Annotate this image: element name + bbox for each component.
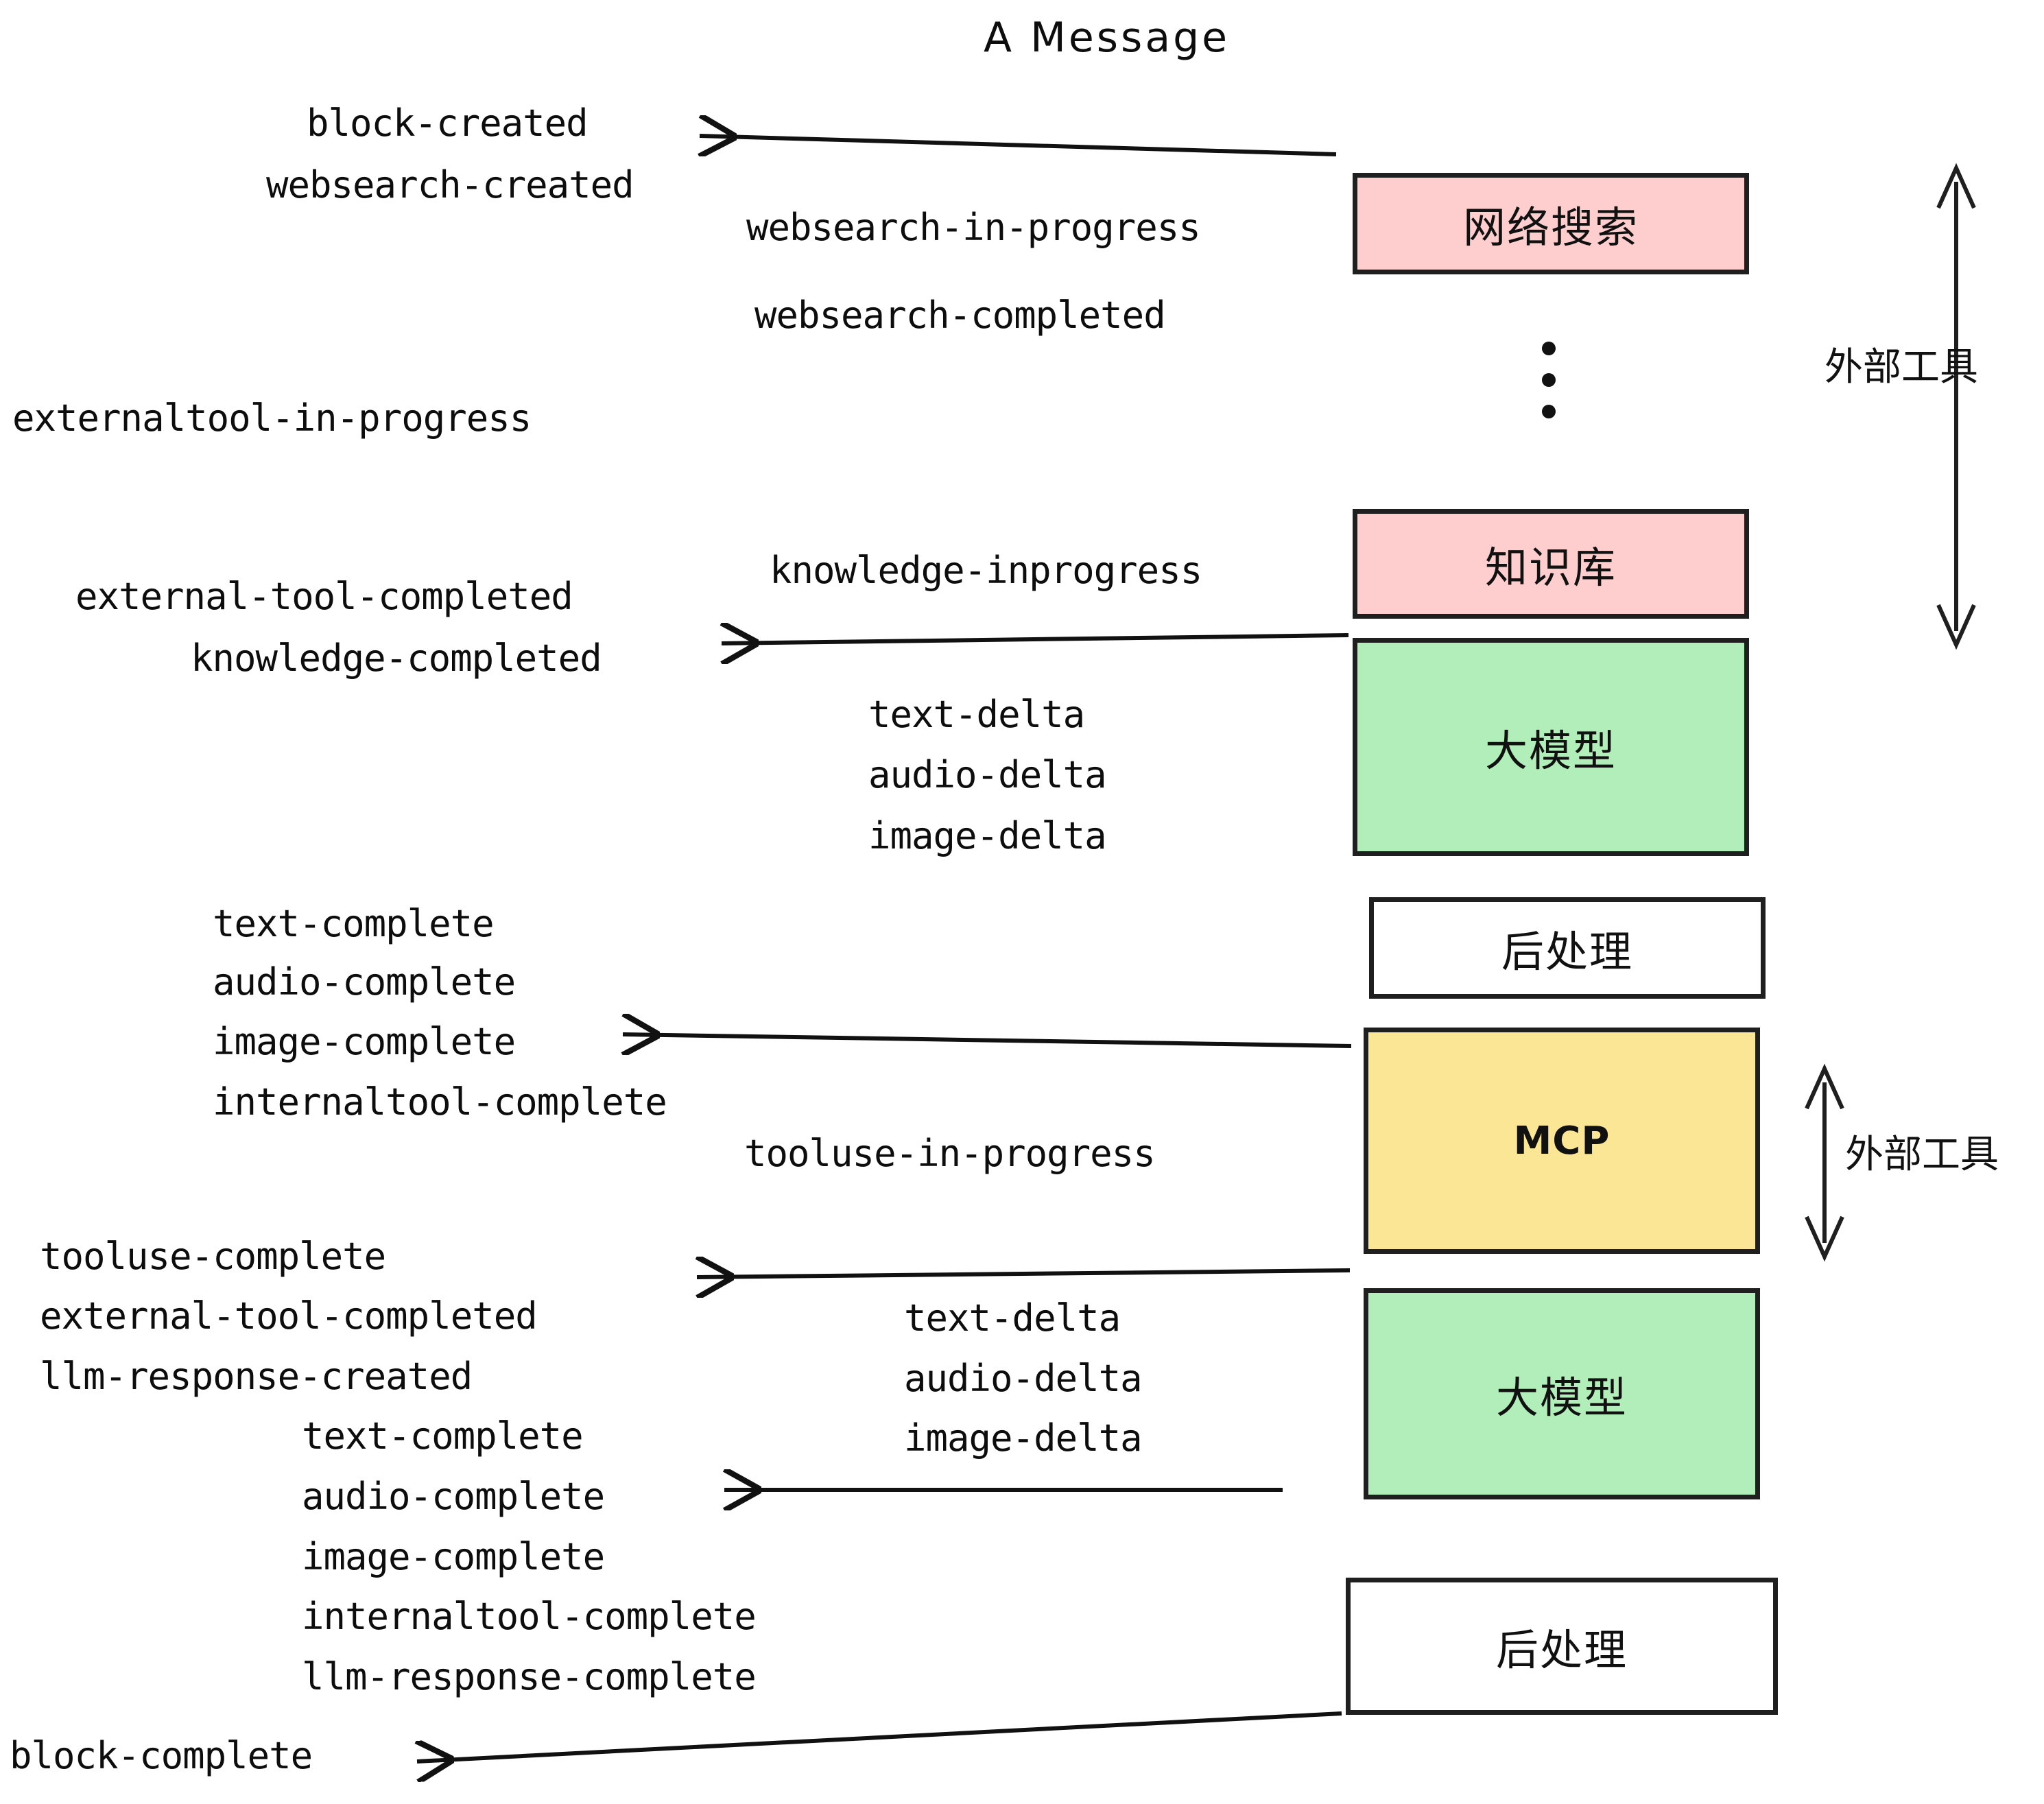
event-websearch-completed: websearch-completed	[754, 294, 1166, 337]
event-websearch-created: websearch-created	[266, 163, 634, 206]
arrow-block-created	[700, 136, 1337, 154]
scope-external-top-arrowhead-down	[1936, 604, 1976, 650]
event-block-created: block-created	[307, 102, 589, 145]
event-image-complete-2: image-complete	[302, 1535, 605, 1578]
node-label-llm-2: 大模型	[1495, 1373, 1628, 1423]
node-postproc-1[interactable]: 后处理	[1369, 897, 1766, 999]
node-postproc-2[interactable]: 后处理	[1346, 1578, 1778, 1715]
node-label-knowledge: 知识库	[1484, 543, 1617, 593]
ellipsis-dot	[1542, 405, 1556, 418]
event-external-tool-comp-1: external-tool-completed	[75, 575, 573, 618]
scope-external-bottom-arrowhead-up	[1805, 1063, 1844, 1110]
event-knowledge-completed: knowledge-completed	[191, 637, 602, 680]
event-text-complete-1: text-complete	[213, 902, 495, 945]
event-text-delta-1: text-delta	[868, 693, 1085, 736]
scope-external-bottom-arrowhead-down	[1805, 1215, 1844, 1262]
event-image-delta-1: image-delta	[868, 814, 1107, 857]
event-websearch-in-progress: websearch-in-progress	[746, 206, 1201, 249]
event-audio-complete-2: audio-complete	[302, 1475, 605, 1518]
node-label-postproc-2: 后处理	[1495, 1625, 1628, 1675]
event-knowledge-inprogress: knowledge-inprogress	[770, 549, 1202, 592]
arrow-knowledge-completed	[722, 635, 1349, 643]
event-internaltool-comp-1: internaltool-complete	[213, 1080, 667, 1124]
event-audio-complete-1: audio-complete	[213, 960, 516, 1004]
event-external-tool-comp-2: external-tool-completed	[40, 1294, 538, 1338]
side-label-external-tool-bottom: 外部工具	[1845, 1132, 1999, 1177]
event-text-delta-2: text-delta	[904, 1296, 1121, 1340]
event-image-complete-1: image-complete	[213, 1020, 516, 1063]
event-audio-delta-2: audio-delta	[904, 1357, 1143, 1400]
scope-external-top-arrowhead-up	[1936, 163, 1976, 209]
event-tooluse-in-progress: tooluse-in-progress	[744, 1132, 1156, 1175]
page-title: A Message	[984, 14, 1231, 62]
node-llm-2[interactable]: 大模型	[1364, 1288, 1760, 1499]
event-text-complete-2: text-complete	[302, 1414, 584, 1458]
node-label-websearch: 网络搜索	[1462, 202, 1639, 252]
event-block-complete: block-complete	[10, 1734, 313, 1777]
ellipsis-dot	[1542, 342, 1556, 355]
event-internaltool-comp-2: internaltool-complete	[302, 1595, 757, 1638]
node-llm-1[interactable]: 大模型	[1353, 638, 1749, 856]
event-externaltool-inprog: externaltool-in-progress	[12, 396, 532, 440]
arrow-image-complete	[623, 1034, 1352, 1046]
event-llm-response-complete: llm-response-complete	[302, 1655, 757, 1698]
node-label-llm-1: 大模型	[1484, 726, 1617, 776]
node-label-mcp: MCP	[1513, 1118, 1611, 1163]
event-audio-delta-1: audio-delta	[868, 753, 1107, 796]
node-websearch[interactable]: 网络搜索	[1353, 173, 1749, 274]
side-label-external-tool-top: 外部工具	[1825, 345, 1978, 390]
arrow-block-complete	[417, 1711, 1342, 1761]
node-label-postproc-1: 后处理	[1501, 927, 1633, 977]
node-mcp[interactable]: MCP	[1364, 1028, 1760, 1254]
arrow-tooluse-complete	[697, 1270, 1351, 1277]
event-tooluse-complete: tooluse-complete	[40, 1235, 386, 1278]
vertical-ellipsis-icon	[1542, 342, 1556, 436]
event-llm-response-created: llm-response-created	[40, 1355, 473, 1398]
ellipsis-dot	[1542, 373, 1556, 387]
node-knowledge[interactable]: 知识库	[1353, 509, 1749, 619]
event-image-delta-2: image-delta	[904, 1416, 1143, 1460]
